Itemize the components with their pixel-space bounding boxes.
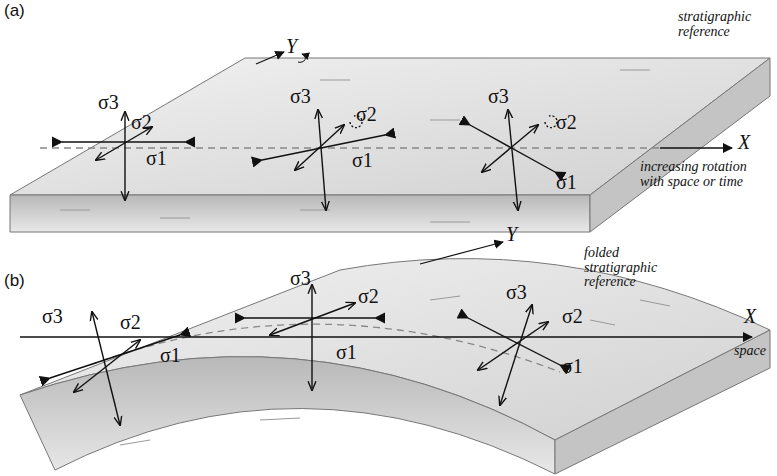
panel-letter: (a) xyxy=(4,2,25,20)
annotation: folded stratigraphic reference xyxy=(584,246,694,290)
annotation: stratigraphic reference xyxy=(678,10,773,39)
stress-axis-label: σ1 xyxy=(352,150,373,171)
stress-axis-label: σ3 xyxy=(506,282,527,303)
stress-axis-label: σ1 xyxy=(556,172,577,193)
stress-axis-label: σ2 xyxy=(131,112,152,133)
stress-axis-label: σ2 xyxy=(120,312,141,333)
stress-axis-label: σ2 xyxy=(562,306,583,327)
axis-label: Y xyxy=(506,224,517,245)
axis-label: X xyxy=(744,306,756,327)
stress-axis-label: σ1 xyxy=(562,356,583,377)
stress-axis-label: σ3 xyxy=(488,86,509,107)
stress-axis-label: σ1 xyxy=(336,342,357,363)
stress-axis-label: σ3 xyxy=(290,268,311,289)
stress-axis-label: σ1 xyxy=(146,148,167,169)
stress-axis-label: σ3 xyxy=(42,306,63,327)
annotation: increasing rotation with space or time xyxy=(640,160,765,189)
stress-axis-label: σ1 xyxy=(160,345,181,366)
annotation: space xyxy=(734,344,766,359)
stress-axis-label: σ2 xyxy=(356,104,377,125)
stress-axis-label: σ2 xyxy=(358,286,379,307)
stress-axis-label: σ3 xyxy=(290,86,311,107)
axis-label: X xyxy=(738,132,750,153)
stress-axis-label: σ3 xyxy=(98,92,119,113)
stress-axis-label: σ2 xyxy=(556,112,577,133)
panel-letter: (b) xyxy=(4,272,25,290)
axis-label: Y xyxy=(286,36,297,57)
